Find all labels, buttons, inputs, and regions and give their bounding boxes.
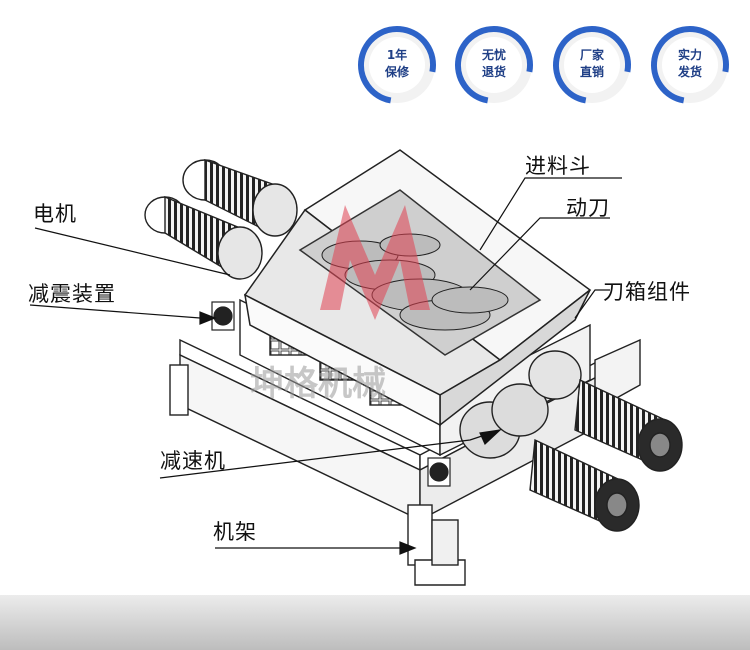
badge-ring-icon xyxy=(553,26,631,104)
leader-lines xyxy=(29,177,622,555)
badge-ring-icon xyxy=(651,26,729,104)
label-motor: 电机 xyxy=(33,202,77,226)
badge-warranty: 1年保修 xyxy=(352,20,442,110)
badge-row: 1年保修 无忧退货 厂家直销 实力发货 xyxy=(0,20,750,115)
watermark-text: 坤格机械 xyxy=(250,364,386,404)
right-motors xyxy=(459,350,683,532)
floor-shadow xyxy=(0,595,750,650)
label-reducer: 减速机 xyxy=(160,449,226,473)
badge-direct-sale: 厂家直销 xyxy=(547,20,637,110)
label-hopper: 进料斗 xyxy=(525,154,591,178)
badge-ring-icon xyxy=(455,26,533,104)
badge-return: 无忧退货 xyxy=(449,20,539,110)
badge-ring-icon xyxy=(358,26,436,104)
badge-shipping: 实力发货 xyxy=(645,20,735,110)
label-frame: 机架 xyxy=(213,520,257,544)
label-damping: 减震装置 xyxy=(28,282,116,306)
damping-units xyxy=(211,301,451,487)
left-motors xyxy=(144,159,298,280)
watermark-logo xyxy=(320,205,430,320)
label-blade-box: 刀箱组件 xyxy=(603,280,691,304)
label-moving-blade: 动刀 xyxy=(566,196,610,220)
